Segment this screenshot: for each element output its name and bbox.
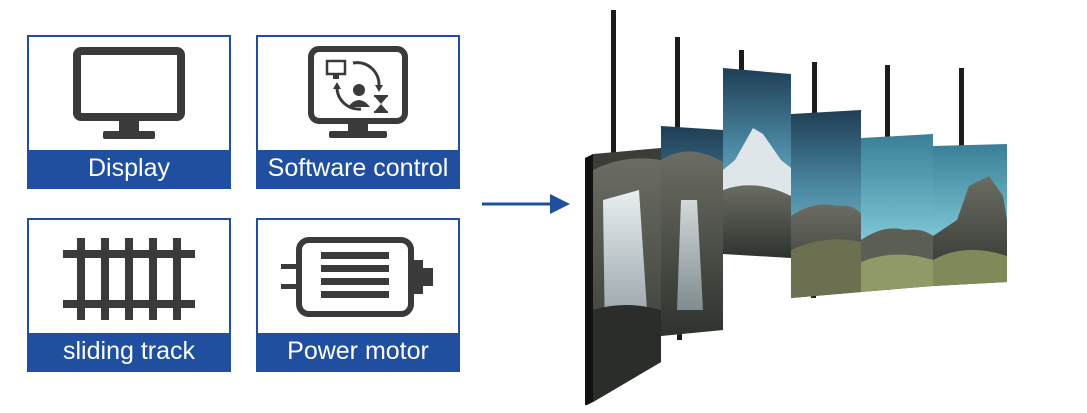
feature-label: Display (29, 150, 229, 187)
sliding-track-icon (29, 220, 229, 335)
feature-card-sliding-track: sliding track (27, 218, 231, 372)
feature-card-power-motor: Power motor (256, 218, 460, 372)
arrow-right-icon (482, 194, 570, 214)
feature-label: Software control (258, 150, 458, 187)
monitor-icon (29, 37, 229, 152)
feature-label: Power motor (258, 333, 458, 370)
power-motor-icon (258, 220, 458, 335)
feature-card-software-control: Software control (256, 35, 460, 189)
feature-label: sliding track (29, 333, 229, 370)
software-control-icon (258, 37, 458, 152)
feature-card-display: Display (27, 35, 231, 189)
rotating-video-wall-image (585, 10, 1007, 405)
